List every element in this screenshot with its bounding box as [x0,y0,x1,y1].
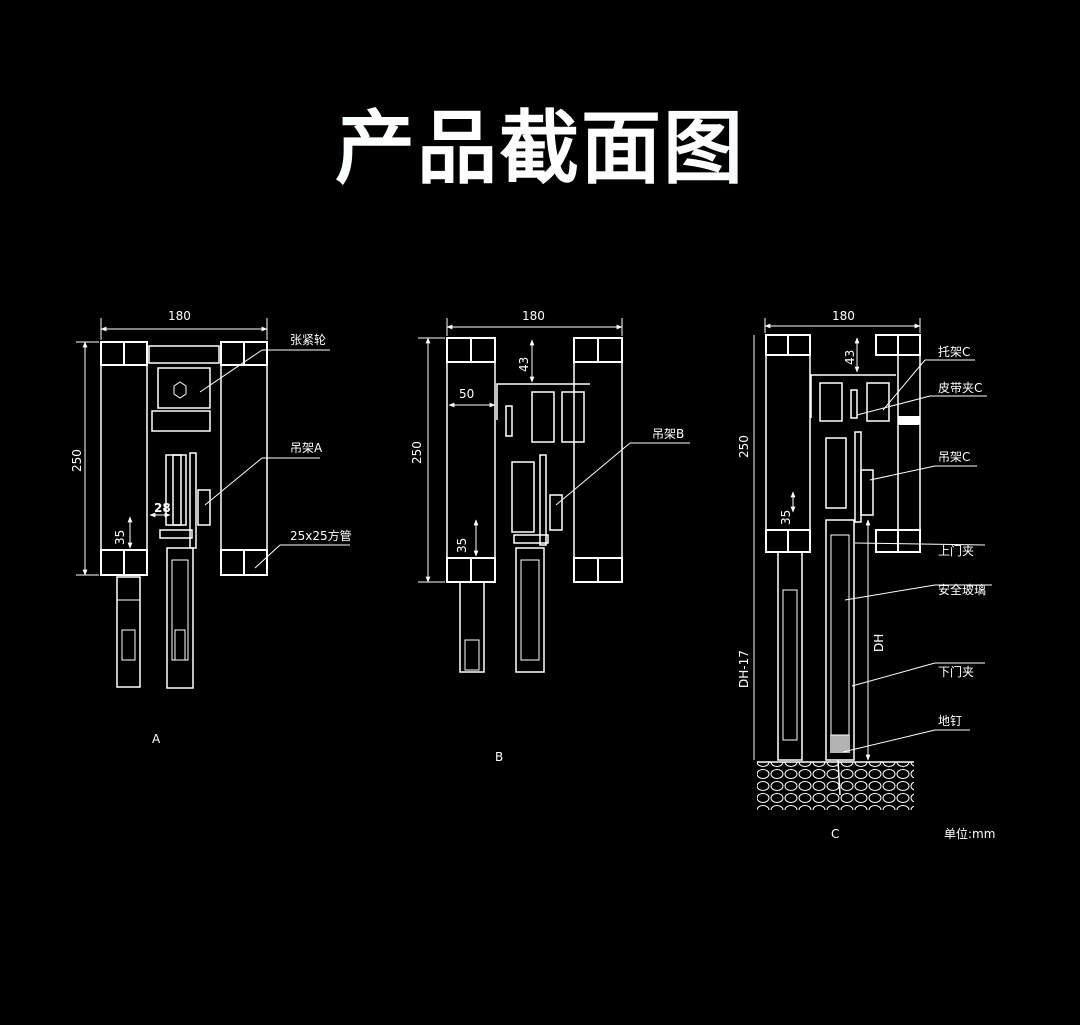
height-dim-label: 250 [410,441,424,464]
height-dim-label: 250 [70,449,84,472]
caption-c: C [831,827,839,841]
label-lower-door-clamp: 下门夹 [938,664,974,679]
label-hanger-b: 吊架B [652,427,684,441]
diagram-c: 180 250 DH-17 43 35 DH [737,309,992,841]
label-upper-door-clamp: 上门夹 [938,543,974,558]
ground-hatch [757,762,914,810]
label-safety-glass: 安全玻璃 [938,582,986,597]
height-dim-label: 250 [737,435,751,458]
dim-28-label: 28 [154,501,171,515]
label-square-tube: 25x25方管 [290,528,352,543]
caption-b: B [495,750,503,764]
width-dim-label: 180 [832,309,855,323]
width-dim-label: 180 [522,309,545,323]
dim-43-label: 43 [843,350,857,365]
label-floor-pin: 地钉 [938,714,962,728]
dim-43-label: 43 [517,357,531,372]
label-hanger-a: 吊架A [290,441,323,455]
diagram-a: 180 250 28 35 张紧轮 吊架A 25x25方管 A [70,309,352,746]
dim-35-label: 35 [779,510,793,525]
dim-dh-label: DH [872,634,886,652]
caption-a: A [152,732,161,746]
width-dim-label: 180 [168,309,191,323]
diagram-b: 180 250 43 50 35 吊架B B [410,309,690,764]
label-belt-clamp-c: 皮带夹C [938,381,982,395]
label-bracket-c: 托架C [938,345,970,359]
page-title: 产品截面图 [0,84,1080,200]
label-hanger-c: 吊架C [938,450,970,464]
dim-dh17-label: DH-17 [737,650,751,688]
label-tension-wheel: 张紧轮 [290,333,326,347]
unit-label: 单位:mm [944,826,995,841]
dim-50-label: 50 [459,387,474,401]
dim-35-label: 35 [113,530,127,545]
dim-35-label: 35 [455,538,469,553]
